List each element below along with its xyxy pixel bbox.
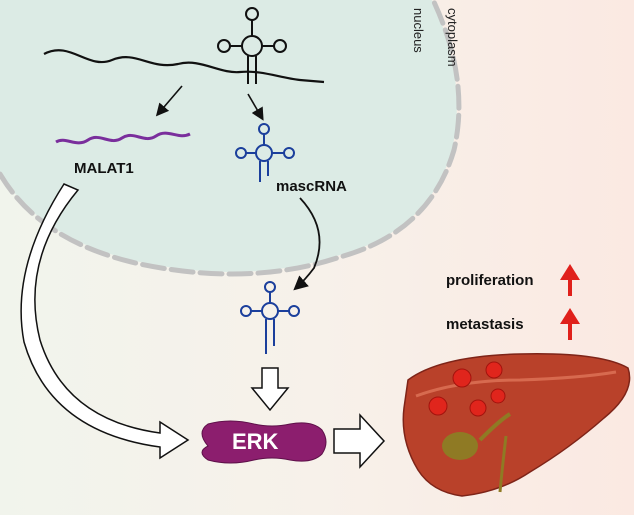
metastasis-label: metastasis (446, 316, 524, 333)
up-arrow-icon (560, 264, 580, 296)
transcript-trna-icon (217, 7, 287, 84)
mascrna-label: mascRNA (276, 178, 347, 195)
cytoplasm-label: cytoplasm (445, 8, 460, 67)
liver-illustration (402, 353, 631, 497)
malat1-strand (55, 131, 191, 145)
tumor-icon (428, 361, 506, 417)
erk-label: ERK (232, 429, 279, 454)
erk-shape (201, 420, 327, 464)
arrow-to-mascrna (247, 93, 264, 121)
nuclear-envelope (0, 0, 462, 277)
erk-to-liver-arrow (333, 413, 386, 469)
up-arrow-icon (560, 308, 580, 340)
primary-transcript (43, 49, 325, 84)
mascrna-cytoplasm-icon (240, 281, 300, 354)
nucleus-label: nucleus (411, 8, 426, 53)
mascrna-nuclear-icon (235, 123, 295, 182)
mascrna-to-erk-arrow (250, 367, 290, 412)
malat1-label: MALAT1 (74, 160, 134, 177)
nucleus-region (0, 0, 457, 272)
arrow-to-malat1 (155, 85, 183, 117)
malat1-to-erk-arrow (20, 183, 190, 460)
mascrna-export-arrow (293, 197, 321, 291)
proliferation-label: proliferation (446, 272, 534, 289)
